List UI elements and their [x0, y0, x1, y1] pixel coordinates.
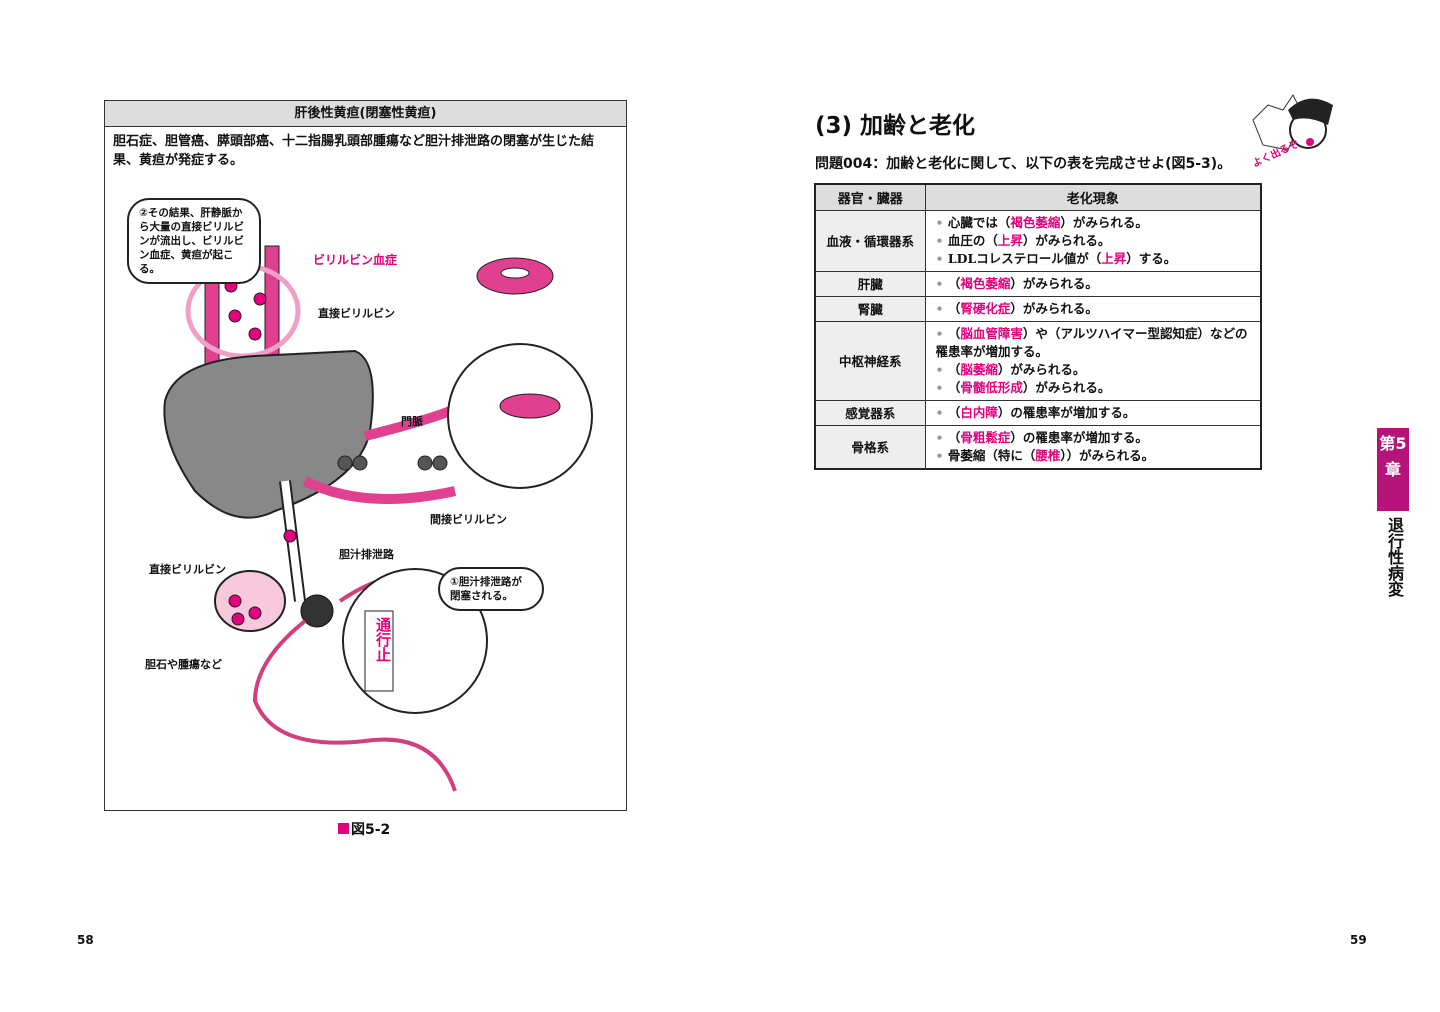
figure-description: 胆石症、胆管癌、膵頭部癌、十二指腸乳頭部腫瘍など胆汁排泄路の閉塞が生じた結果、黄…: [113, 134, 595, 168]
answer-text: 骨粗鬆症: [960, 429, 1011, 445]
table-row: 腎臓 • （腎硬化症）がみられる。: [814, 295, 1262, 322]
table-row: 血液・循環器系 • 心臓では（褐色萎縮）がみられる。 • 血圧の（上昇）がみられる。…: [814, 209, 1262, 272]
header-phenomenon: 老化現象: [924, 183, 1262, 211]
answer-text: 上昇: [1101, 250, 1127, 266]
caption-square-icon: [338, 823, 349, 834]
bubble-result: ②その結果、肝静脈から大量の直接ビリルビンが流出し、ビリルビン血症、黄疸が起こる…: [127, 198, 261, 284]
figure-header: 肝後性黄疸(閉塞性黄疸): [105, 101, 626, 127]
answer-text: 褐色萎縮: [1010, 214, 1061, 230]
phenomenon-cell: • （腎硬化症）がみられる。: [924, 295, 1262, 322]
label-bilirubinemia: ビリルビン血症: [313, 253, 398, 267]
organ-cell: 骨格系: [814, 424, 926, 469]
phenomenon-item: • （骨髄低形成）がみられる。: [935, 379, 1111, 395]
chapter-title: 退行性病変: [1385, 517, 1404, 597]
phenomenon-item: • （脳血管障害）や（アルツハイマー型認知症）などの罹患率が増加する。: [935, 325, 1248, 359]
sign-text: 通行止: [374, 617, 392, 662]
phenomenon-cell: • （白内障）の罹患率が増加する。: [924, 399, 1262, 426]
phenomenon-item: • （骨粗鬆症）の罹患率が増加する。: [935, 429, 1148, 445]
organ-cell: 腎臓: [814, 295, 926, 322]
answer-text: 腰椎: [1035, 447, 1061, 463]
page-number-right: 59: [1350, 933, 1367, 947]
section-title: (3) 加齢と老化: [815, 113, 976, 139]
organ-cell: 感覚器系: [814, 399, 926, 426]
question-text: 問題004：加齢と老化に関して、以下の表を完成させよ(図5-3)。: [815, 156, 1232, 172]
phenomenon-cell: • （脳血管障害）や（アルツハイマー型認知症）などの罹患率が増加する。 • （脳萎…: [924, 320, 1262, 401]
label-indirect-bilirubin: 間接ビリルビン: [430, 513, 507, 526]
phenomenon-item: • （腎硬化症）がみられる。: [935, 300, 1098, 316]
answer-text: 褐色萎縮: [960, 275, 1011, 291]
phenomenon-item: • LDLコレステロール値が（上昇）する。: [935, 250, 1177, 266]
answer-text: 骨髄低形成: [960, 379, 1023, 395]
header-organ: 器官・臓器: [814, 183, 926, 211]
phenomenon-item: • 骨萎縮（特に（腰椎））がみられる。: [935, 447, 1155, 463]
answer-text: 腎硬化症: [960, 300, 1011, 316]
phenomenon-cell: • （骨粗鬆症）の罹患率が増加する。 • 骨萎縮（特に（腰椎））がみられる。: [924, 424, 1262, 469]
mascot-illustration: よく出るぞ: [1248, 90, 1338, 175]
bubble-obstruction: ①胆汁排泄路が閉塞される。: [438, 567, 544, 611]
table-row: 感覚器系 • （白内障）の罹患率が増加する。: [814, 399, 1262, 426]
phenomenon-item: • （脳萎縮）がみられる。: [935, 361, 1086, 377]
label-portal-vein: 門脈: [401, 415, 423, 428]
organ-cell: 中枢神経系: [814, 320, 926, 401]
chapter-tab[interactable]: 第5章: [1377, 428, 1409, 511]
phenomenon-item: • （白内障）の罹患率が増加する。: [935, 404, 1136, 420]
figure-box: 肝後性黄疸(閉塞性黄疸) 胆石症、胆管癌、膵頭部癌、十二指腸乳頭部腫瘍など胆汁排…: [104, 100, 627, 811]
table-row: 中枢神経系• （脳血管障害）や（アルツハイマー型認知症）などの罹患率が増加する。…: [814, 320, 1262, 401]
label-stone-tumor: 胆石や腫瘍など: [145, 658, 222, 671]
figure-caption: 図5-2: [338, 819, 390, 839]
answer-text: 白内障: [960, 404, 998, 420]
organ-cell: 肝臓: [814, 270, 926, 297]
aging-table: 器官・臓器老化現象 血液・循環器系 • 心臓では（褐色萎縮）がみられる。 • 血圧の…: [814, 183, 1262, 470]
organ-cell: 血液・循環器系: [814, 209, 926, 272]
label-direct-bilirubin-top: 直接ビリルビン: [318, 307, 395, 320]
table-row: 肝臓 • （褐色萎縮）がみられる。: [814, 270, 1262, 297]
phenomenon-item: • 心臓では（褐色萎縮）がみられる。: [935, 214, 1148, 230]
table-row: 骨格系 • （骨粗鬆症）の罹患率が増加する。 • 骨萎縮（特に（腰椎））がみられる。: [814, 424, 1262, 469]
answer-text: 脳血管障害: [960, 325, 1023, 341]
label-bile-duct: 胆汁排泄路: [339, 548, 394, 561]
phenomenon-item: • （褐色萎縮）がみられる。: [935, 275, 1098, 291]
answer-text: 上昇: [997, 232, 1023, 248]
answer-text: 脳萎縮: [960, 361, 998, 377]
phenomenon-cell: • 心臓では（褐色萎縮）がみられる。 • 血圧の（上昇）がみられる。 • LDLコレ…: [924, 209, 1262, 272]
label-direct-bilirubin-bottom: 直接ビリルビン: [149, 563, 226, 576]
phenomenon-cell: • （褐色萎縮）がみられる。: [924, 270, 1262, 297]
page-number-left: 58: [77, 933, 94, 947]
phenomenon-item: • 血圧の（上昇）がみられる。: [935, 232, 1111, 248]
